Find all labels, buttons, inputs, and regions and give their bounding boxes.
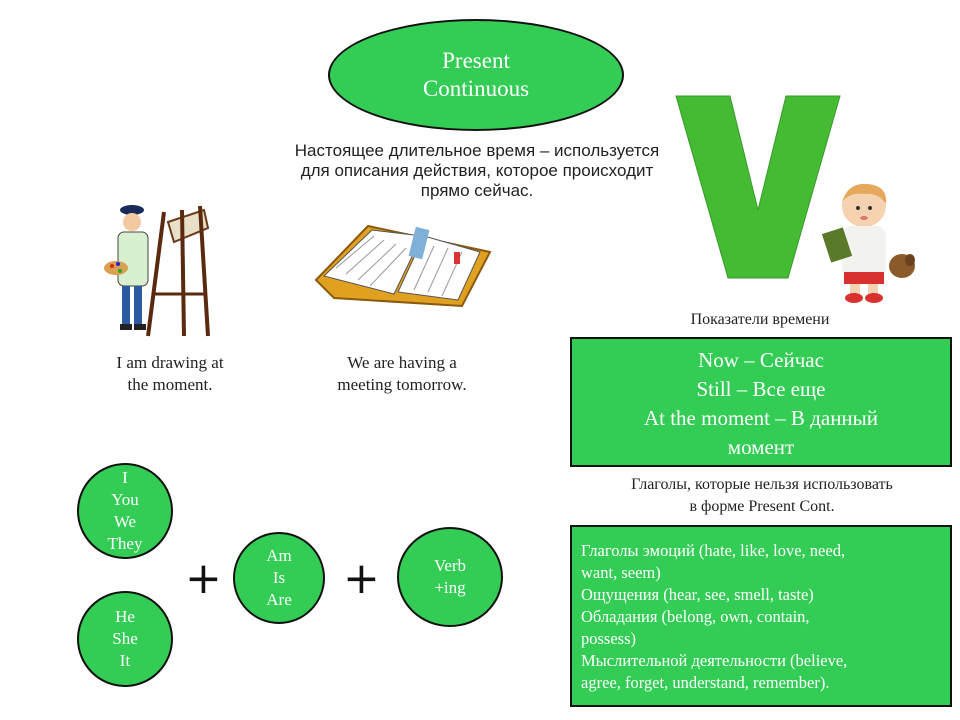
pronoun: We bbox=[113, 512, 137, 531]
child-reading-illustration bbox=[821, 183, 915, 303]
painter-illustration bbox=[104, 205, 210, 337]
time-marker-item: Now – Сейчас bbox=[698, 348, 824, 372]
stative-verb-line: Ощущения (hear, see, smell, taste) bbox=[581, 585, 814, 604]
stative-verbs-heading: Глаголы, которые нельзя использовать в ф… bbox=[572, 474, 952, 518]
plural-pronouns-circle: I You We They bbox=[77, 463, 173, 559]
big-v-letter bbox=[675, 95, 841, 279]
stative-verb-line: want, seem) bbox=[581, 563, 661, 582]
singular-pronouns-circle: He She It bbox=[77, 591, 173, 687]
definition-line: Настоящее длительное время – используетс… bbox=[294, 141, 660, 160]
time-markers-heading: Показатели времени bbox=[690, 311, 830, 328]
pronoun: It bbox=[119, 651, 131, 670]
caption-line: I am drawing at bbox=[116, 353, 224, 372]
definition-text: Настоящее длительное время – используетс… bbox=[262, 141, 692, 201]
pronoun: You bbox=[111, 490, 139, 509]
be-forms-circle: Am Is Are bbox=[233, 532, 325, 624]
definition-line: для описания действия, которое происходи… bbox=[300, 161, 654, 180]
title-line-1: Present bbox=[442, 48, 510, 73]
stative-verb-line: Глаголы эмоций (hate, like, love, need, bbox=[581, 541, 846, 560]
verb-part: +ing bbox=[434, 578, 466, 597]
pronoun: He bbox=[115, 607, 135, 626]
planner-book-illustration bbox=[314, 224, 492, 308]
example-drawing-caption: I am drawing at the moment. bbox=[70, 352, 270, 396]
title-ellipse: Present Continuous bbox=[328, 19, 624, 131]
example-meeting-caption: We are having a meeting tomorrow. bbox=[302, 352, 502, 396]
time-marker-item: Still – Все еще bbox=[696, 377, 826, 401]
be-form: Are bbox=[266, 590, 292, 609]
be-form: Am bbox=[266, 546, 292, 565]
stative-verb-line: possess) bbox=[581, 629, 637, 648]
stative-verb-line: Обладания (belong, own, contain, bbox=[581, 607, 810, 626]
plus-sign: + bbox=[343, 553, 380, 604]
stative-verb-line: Мыслительной деятельности (believe, bbox=[581, 651, 848, 670]
heading-line: Глаголы, которые нельзя использовать bbox=[631, 476, 893, 493]
pronoun: They bbox=[107, 534, 143, 553]
caption-line: meeting tomorrow. bbox=[337, 375, 467, 394]
time-markers-box: Now – Сейчас Still – Все еще At the mome… bbox=[570, 337, 952, 467]
be-form: Is bbox=[272, 568, 286, 587]
time-marker-item: момент bbox=[727, 435, 795, 459]
time-marker-item: At the moment – В данный bbox=[643, 406, 879, 430]
verb-ing-circle: Verb +ing bbox=[397, 527, 503, 627]
heading-line: в форме Present Cont. bbox=[689, 498, 835, 515]
title-line-2: Continuous bbox=[422, 76, 530, 101]
definition-line: прямо сейчас. bbox=[420, 181, 534, 200]
pronoun: She bbox=[112, 629, 138, 648]
caption-line: the moment. bbox=[127, 375, 213, 394]
plus-sign: + bbox=[185, 553, 222, 604]
pronoun: I bbox=[122, 468, 128, 487]
stative-verb-line: agree, forget, understand, remember). bbox=[581, 673, 830, 692]
stative-verbs-box: Глаголы эмоций (hate, like, love, need, … bbox=[570, 525, 952, 707]
caption-line: We are having a bbox=[347, 353, 457, 372]
verb-part: Verb bbox=[433, 556, 467, 575]
